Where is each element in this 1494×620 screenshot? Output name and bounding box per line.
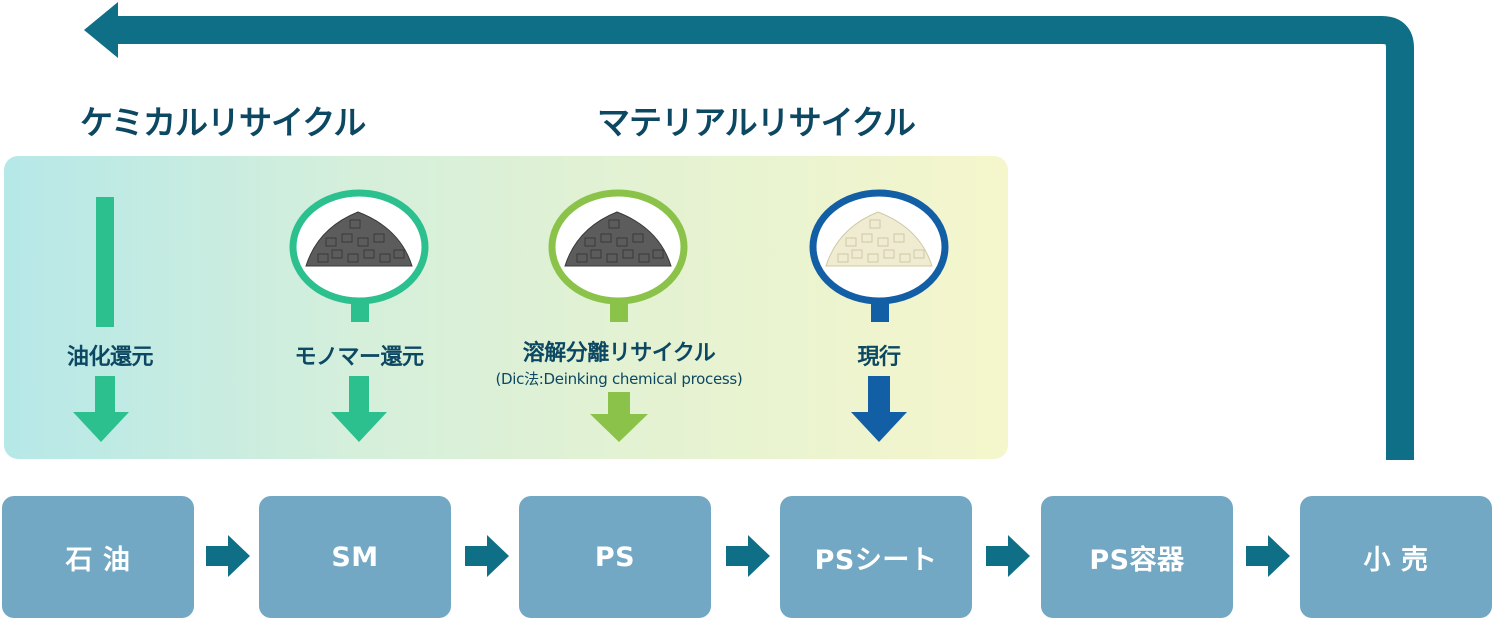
flow-box-label: 小 売 [1363, 544, 1429, 576]
process-2-pellets [305, 211, 413, 267]
flow-arrow-1 [206, 535, 250, 577]
flow-arrows [206, 535, 1290, 577]
flow-arrow-2 [465, 535, 509, 577]
process-2-stem [351, 300, 369, 322]
process-3-stem [610, 300, 628, 322]
flow-box-ps-sheet: PSシート [780, 496, 972, 618]
flow-arrow-5 [1246, 535, 1290, 577]
flow-box-petroleum: 石 油 [2, 496, 194, 618]
flow-arrow-4 [986, 535, 1030, 577]
process-sublabel-dic-method: (Dic法:Deinking chemical process) [495, 370, 743, 388]
process-3-pellets [564, 211, 672, 267]
process-label-current: 現行 [857, 345, 901, 370]
process-label-monomer-reduction: モノマー還元 [294, 345, 424, 370]
process-label-dissolution-recycle: 溶解分離リサイクル [522, 341, 716, 366]
process-4-pellets [825, 211, 933, 267]
flow-box-ps-container: PS容器 [1041, 496, 1233, 618]
flow-box-label: PS [594, 541, 636, 573]
flow-box-retail: 小 売 [1300, 496, 1492, 618]
process-2-arrow-shaft [349, 376, 369, 414]
process-label-oil-reduction: 油化還元 [66, 345, 154, 370]
process-3-arrowhead [590, 414, 648, 442]
heading-material-recycling: マテリアルリサイクル [597, 103, 916, 142]
process-3-arrow-shaft [608, 392, 630, 416]
flow-arrow-3 [726, 535, 770, 577]
return-loop-arrowhead [84, 2, 118, 58]
flow-box-label: PS容器 [1089, 544, 1185, 576]
process-1-arrowhead [73, 412, 129, 442]
process-1-arrow-shaft [95, 376, 115, 414]
flow-box-label: 石 油 [65, 544, 131, 576]
process-2-arrowhead [331, 412, 387, 442]
process-4-arrow-shaft [868, 376, 890, 414]
process-1-stem [96, 197, 114, 327]
heading-chemical-recycling: ケミカルリサイクル [80, 103, 366, 142]
flow-box-sm: SM [259, 496, 451, 618]
return-loop-arrow [116, 16, 1414, 460]
flow-box-label: SM [331, 541, 379, 573]
process-4-stem [871, 300, 889, 322]
flow-box-label: PSシート [814, 544, 938, 576]
process-4-arrowhead [851, 412, 907, 442]
flow-box-ps: PS [519, 496, 711, 618]
